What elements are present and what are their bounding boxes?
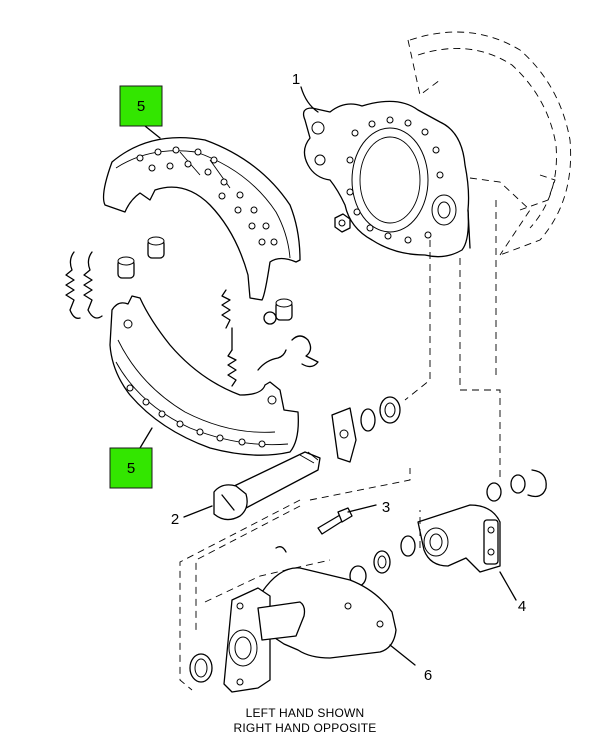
- svg-text:5: 5: [127, 460, 135, 477]
- callout-3: 3: [382, 499, 390, 516]
- camshaft: [213, 451, 321, 521]
- svg-text:2: 2: [171, 511, 179, 528]
- callout-5-upper-highlight[interactable]: 5: [119, 85, 163, 127]
- leader-lines: [139, 86, 517, 666]
- callout-1: 1: [292, 71, 300, 88]
- svg-text:5: 5: [137, 98, 145, 115]
- caption-line-1: LEFT HAND SHOWN: [245, 706, 365, 720]
- camshaft-bracket: [189, 567, 397, 693]
- mounting-bolt: [317, 507, 353, 535]
- callout-4: 4: [518, 598, 526, 615]
- svg-text:1: 1: [292, 71, 300, 88]
- callout-2: 2: [171, 511, 179, 528]
- brake-shoe-upper: [102, 137, 301, 301]
- caption-line-2: RIGHT HAND OPPOSITE: [233, 721, 377, 735]
- callout-6: 6: [424, 667, 432, 684]
- callout-5-lower-highlight[interactable]: 5: [109, 447, 153, 489]
- svg-text:6: 6: [424, 667, 432, 684]
- brake-spider: [302, 100, 471, 258]
- slack-adjuster: [417, 469, 547, 573]
- brake-shoe-lower: [109, 295, 299, 456]
- svg-text:4: 4: [518, 598, 526, 615]
- svg-text:3: 3: [382, 499, 390, 516]
- assembly-guide-lines: [179, 200, 501, 691]
- return-springs: [65, 251, 237, 387]
- cam-bushing-stack: [331, 396, 401, 463]
- dust-shield: [407, 31, 572, 256]
- anchor-clips: [257, 335, 319, 371]
- rollers: [117, 236, 293, 325]
